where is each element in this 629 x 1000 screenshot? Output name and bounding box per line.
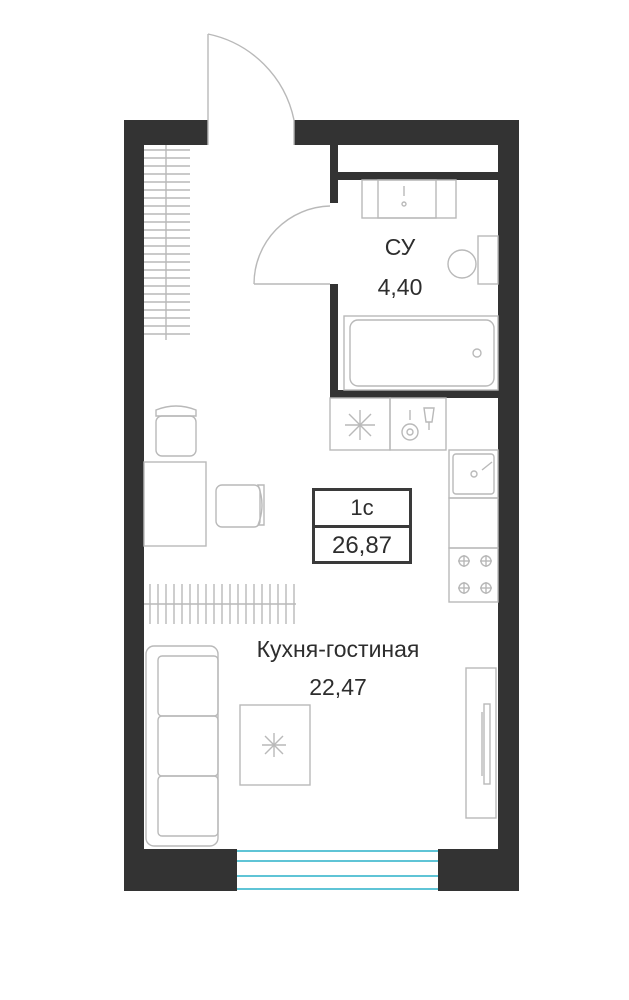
dining-table <box>143 461 207 547</box>
bathroom-area: 4,40 <box>377 274 423 300</box>
kitchen-sink <box>448 449 499 499</box>
toilet <box>447 235 499 285</box>
coffee-table <box>239 704 311 786</box>
living-room-area: 22,47 <box>309 674 367 700</box>
sofa <box>145 645 219 847</box>
apartment-type: 1с <box>315 491 409 528</box>
living-room-name: Кухня-гостиная <box>256 636 420 662</box>
bathroom-door <box>253 205 331 285</box>
stove <box>448 497 499 603</box>
tv-stand <box>465 667 497 819</box>
bathroom-walls <box>330 145 498 398</box>
wardrobe <box>144 145 190 340</box>
bathtub <box>343 315 499 391</box>
living-wardrobe <box>144 584 296 624</box>
appliance-block <box>329 397 447 451</box>
entrance-door <box>207 33 295 145</box>
apartment-total-area: 26,87 <box>331 532 393 559</box>
sink <box>361 179 457 219</box>
window <box>237 850 438 890</box>
chair-right <box>215 484 265 528</box>
outer-walls <box>124 120 519 891</box>
chair-top <box>155 405 197 457</box>
apartment-badge: 1с 26,87 <box>312 488 412 564</box>
bathroom-name: СУ <box>384 234 416 260</box>
